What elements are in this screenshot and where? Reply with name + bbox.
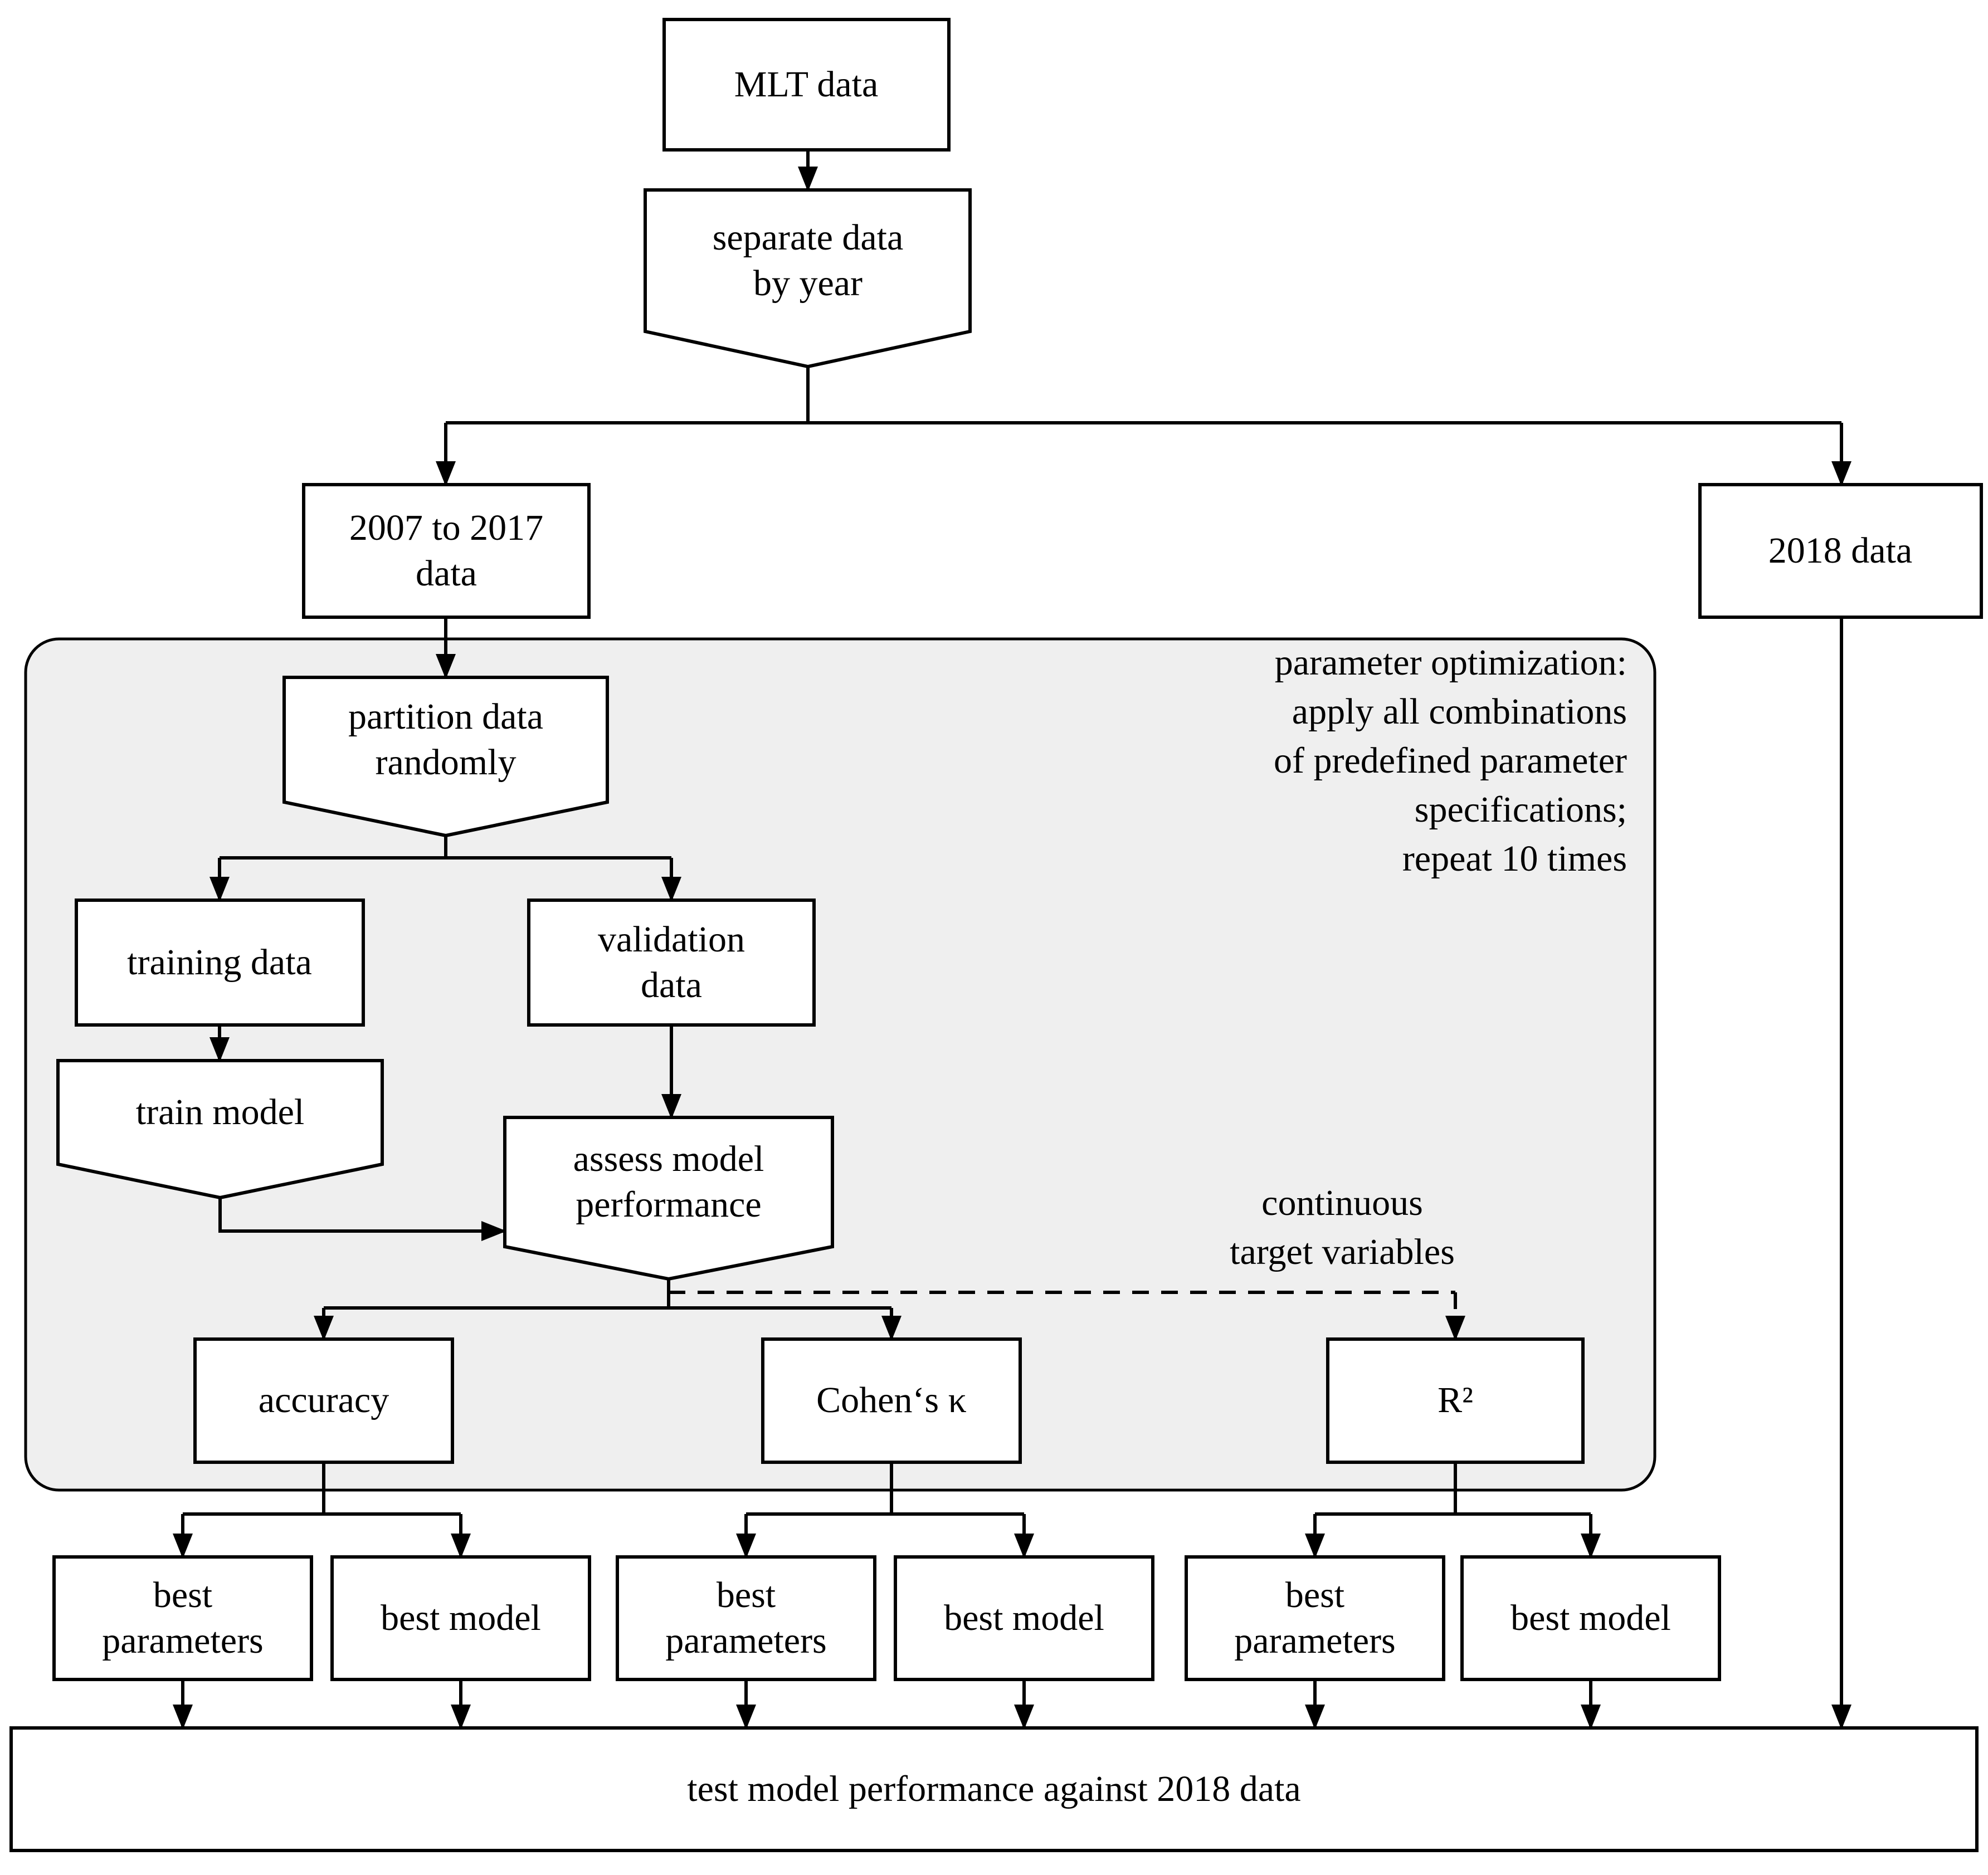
connector-trainmodel-to-assess [218, 1198, 506, 1241]
assess-model-label: assess model performance [573, 1139, 764, 1225]
data-2007-2017-box [302, 483, 591, 619]
test-performance-box [9, 1726, 1979, 1852]
train-model-label: train model [135, 1092, 305, 1132]
r2-best-parameters-label: best parameters [1234, 1575, 1396, 1661]
r2-best-parameters-box [1185, 1555, 1445, 1681]
kappa-best-model-label: best model [944, 1598, 1104, 1638]
accuracy-label: accuracy [258, 1380, 389, 1420]
data-2018-box [1698, 483, 1983, 619]
assess-model-performance-step [503, 1116, 834, 1281]
parameter-optimization-note: parameter optimization: apply all combin… [1274, 642, 1627, 879]
r2-best-model-box [1460, 1555, 1721, 1681]
accuracy-best-parameters-box [52, 1555, 313, 1681]
mlt-data-box [662, 18, 951, 152]
accuracy-box [193, 1337, 454, 1464]
continuous-targets-note: continuous target variables [1230, 1183, 1455, 1272]
mlt-data-label: MLT data [734, 64, 879, 105]
r-squared-box [1326, 1337, 1585, 1464]
kappa-best-parameters-box [616, 1555, 876, 1681]
validation-data-box [527, 899, 816, 1027]
parameter-optimization-panel [24, 637, 1656, 1492]
training-data-box [75, 899, 365, 1027]
separate-data-label: separate data by year [712, 217, 904, 304]
r2-best-model-label: best model [1511, 1598, 1671, 1638]
training-data-label: training data [127, 942, 312, 983]
accuracy-best-model-box [330, 1555, 591, 1681]
cohens-kappa-box [761, 1337, 1022, 1464]
partition-data-step [282, 676, 609, 838]
data-2007-2017-label: 2007 to 2017 data [349, 507, 544, 594]
cohens-kappa-label: Cohen‘s κ [816, 1380, 967, 1420]
node-shapes [9, 18, 1983, 1852]
connector-lines [173, 150, 1851, 1730]
data-2018-label: 2018 data [1768, 530, 1913, 571]
accuracy-best-parameters-label: best parameters [102, 1575, 264, 1661]
r-squared-label: R² [1438, 1380, 1473, 1420]
test-performance-label: test model performance against 2018 data [687, 1769, 1301, 1809]
accuracy-best-model-label: best model [381, 1598, 541, 1638]
separate-data-step [644, 188, 972, 369]
kappa-best-model-box [894, 1555, 1154, 1681]
kappa-best-parameters-label: best parameters [665, 1575, 827, 1661]
partition-data-label: partition data randomly [348, 696, 544, 783]
validation-data-label: validation data [598, 919, 745, 1005]
train-model-step [56, 1059, 384, 1200]
